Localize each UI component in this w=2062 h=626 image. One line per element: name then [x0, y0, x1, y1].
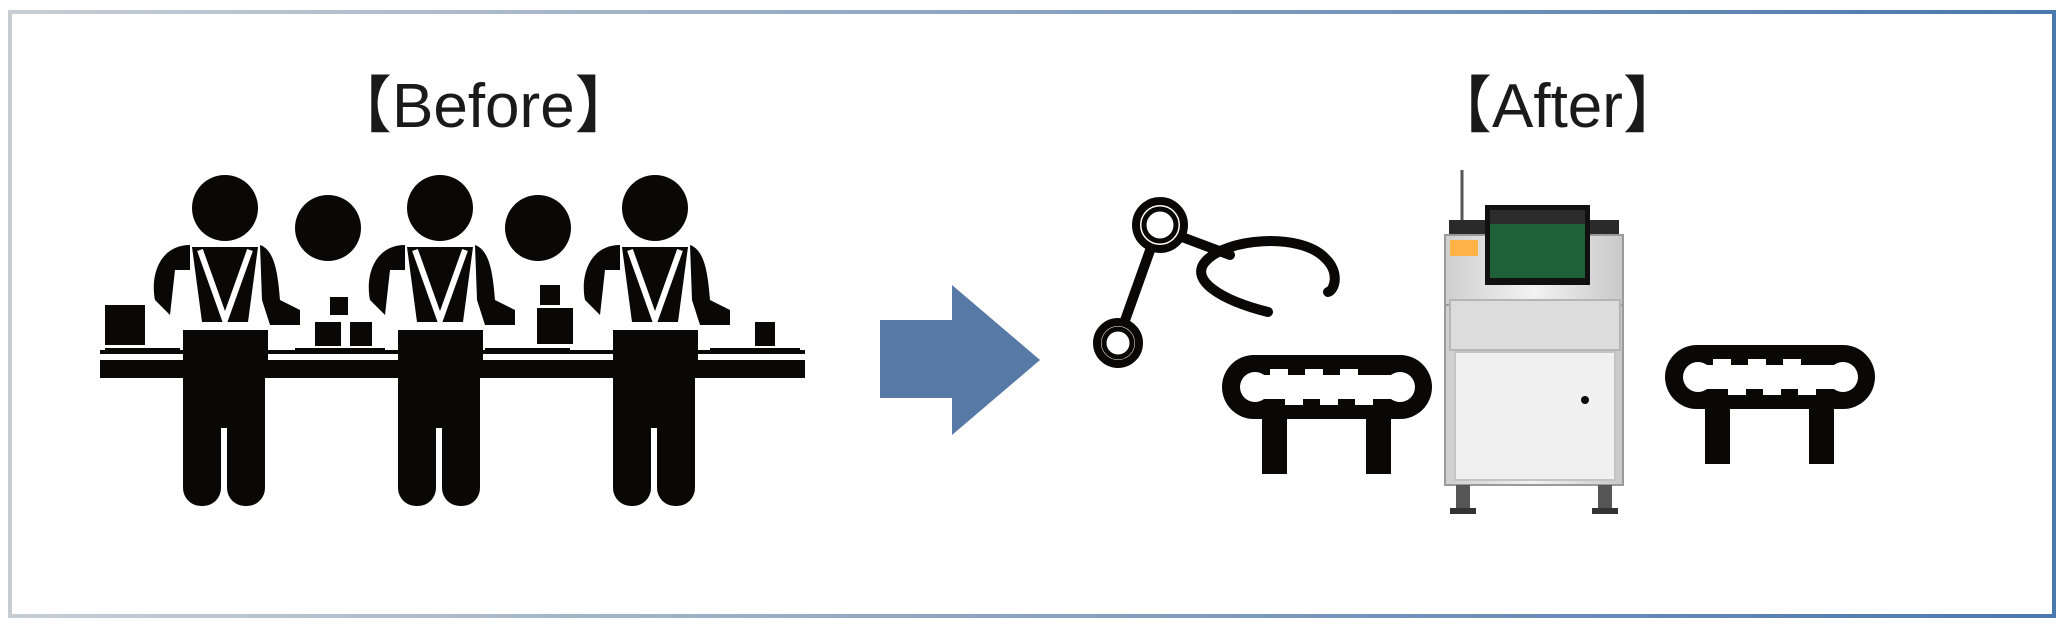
person-icon [368, 175, 515, 506]
after-label: 【After】 [1430, 72, 1685, 141]
person-icon [583, 175, 730, 506]
part-box [105, 305, 145, 345]
person-icon [153, 175, 300, 506]
before-label: 【Before】 [330, 72, 637, 141]
conveyor-icon [1222, 355, 1432, 474]
before-scene [100, 175, 805, 506]
head-icon [505, 195, 571, 261]
after-scene [1093, 170, 1875, 514]
right-arrow-icon [880, 285, 1040, 435]
robot-arm-icon [1093, 197, 1340, 368]
inspection-machine [1444, 170, 1624, 514]
conveyor-icon [1665, 345, 1875, 464]
head-icon [295, 195, 361, 261]
workbench [100, 360, 805, 378]
